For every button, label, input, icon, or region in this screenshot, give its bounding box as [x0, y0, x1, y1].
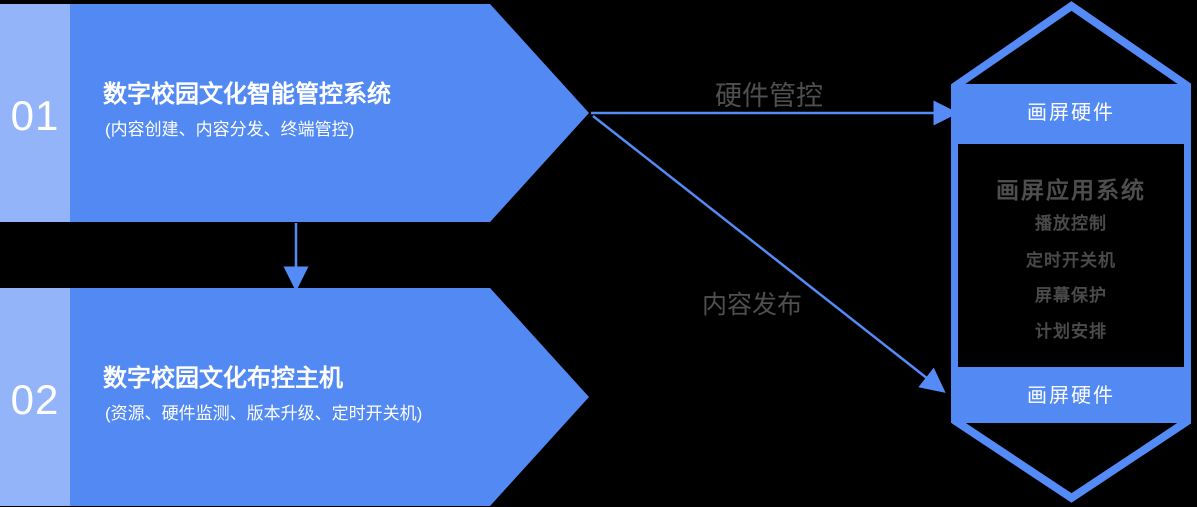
step-1-number: 01: [10, 92, 60, 139]
step-2-title: 数字校园文化布控主机: [103, 365, 343, 392]
banner-step-1-number-strip: [0, 4, 70, 222]
hexagon-item-screen-saver: 屏幕保护: [1035, 286, 1107, 305]
step-2-number: 02: [10, 376, 60, 423]
hardware-control-label: 硬件管控: [715, 81, 823, 111]
hexagon-bottom-band-label: 画屏硬件: [1027, 385, 1115, 407]
hexagon-inner-panel: [958, 144, 1184, 367]
hexagon-item-scheduled-power: 定时开关机: [1026, 251, 1116, 270]
hexagon-top-band-label: 画屏硬件: [1027, 102, 1115, 124]
step-1-subtitle: (内容创建、内容分发、终端管控): [105, 120, 355, 139]
hexagon-top-point-outline: [951, 1, 1192, 91]
banner-step-2: 02 数字校园文化布控主机 (资源、硬件监测、版本升级、定时开关机): [0, 288, 589, 506]
banner-step-2-number-strip: [0, 288, 70, 506]
hexagon-item-plan-schedule: 计划安排: [1035, 322, 1107, 341]
step-1-title: 数字校园文化智能管控系统: [103, 81, 391, 108]
content-publish-label: 内容发布: [701, 291, 802, 319]
hexagon-bottom-point-outline: [951, 416, 1192, 503]
arrow-content-publish: [592, 115, 946, 393]
banner-step-1: 01 数字校园文化智能管控系统 (内容创建、内容分发、终端管控): [0, 4, 589, 222]
hexagon-inner-title: 画屏应用系统: [996, 177, 1146, 203]
hexagon-item-play-control: 播放控制: [1035, 214, 1107, 233]
step-2-subtitle: (资源、硬件监测、版本升级、定时开关机): [105, 404, 423, 423]
